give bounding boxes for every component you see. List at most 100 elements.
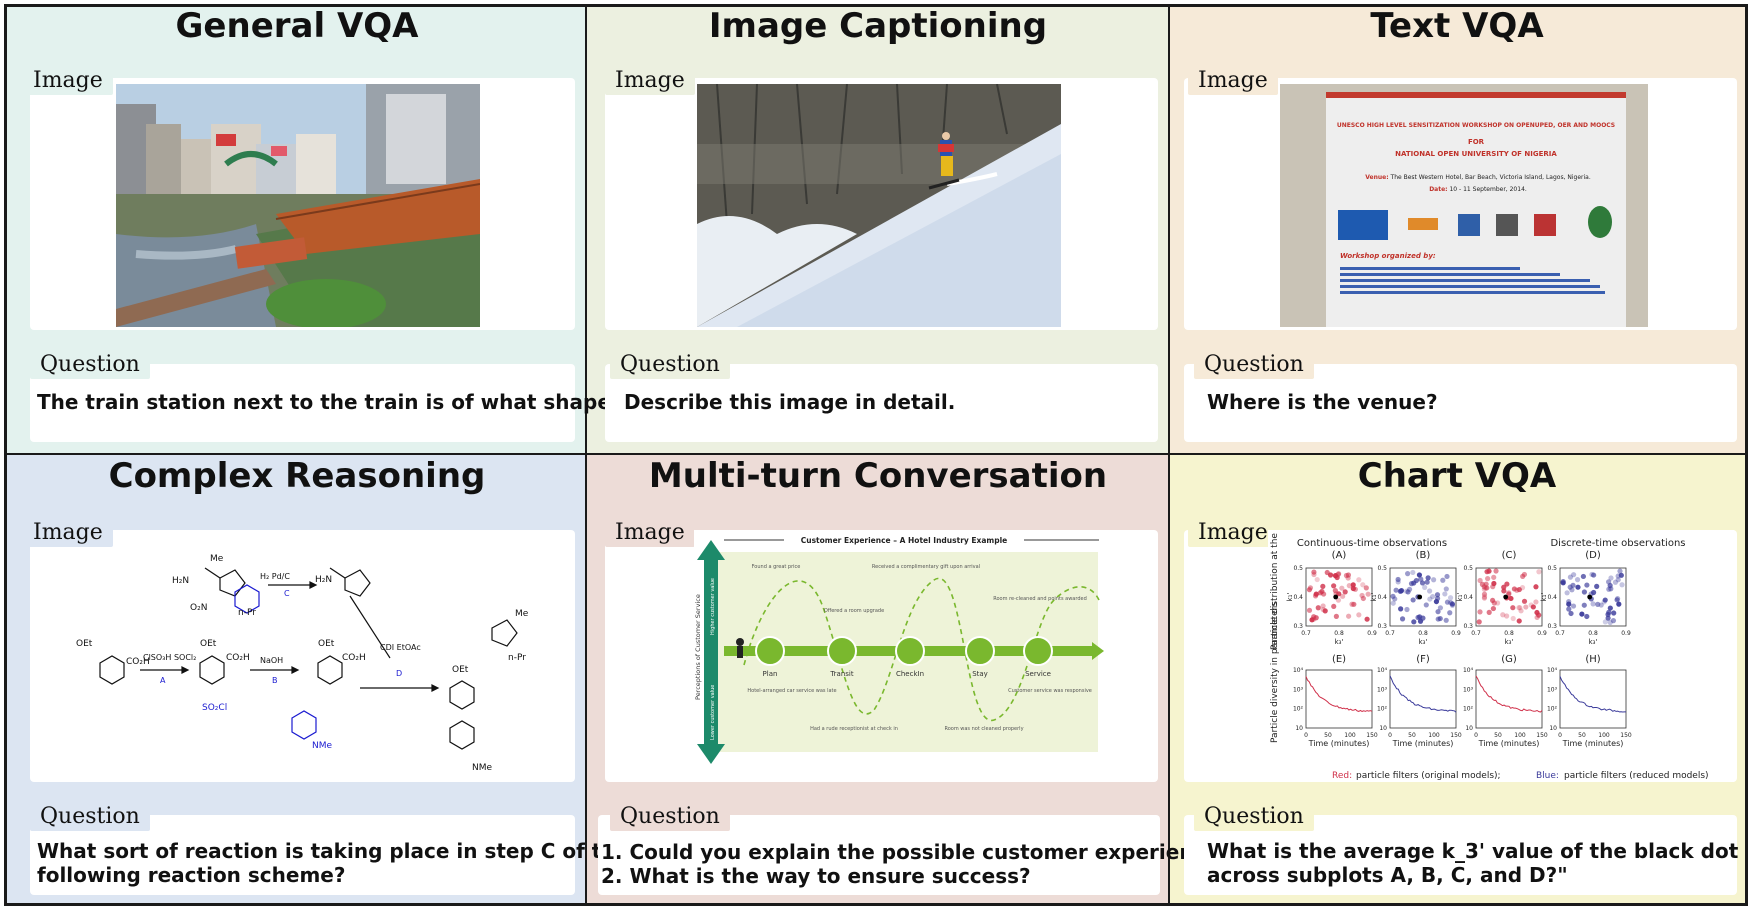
step-a-label: A [160,676,166,685]
scatter-point [1491,574,1497,580]
scatter-point [1399,616,1406,622]
scatter-point [1590,601,1596,607]
scatter-point [1398,606,1404,612]
x-tick: 0.9 [1621,630,1631,637]
scatter-point [1331,603,1337,610]
scatter-point [1312,593,1319,599]
x-axis-label: Time (minutes) [1478,739,1540,748]
scatter-point [1435,616,1441,622]
image-tag: Image [605,66,695,95]
image-tag: Image [23,66,113,95]
scatter-point [1511,586,1518,592]
scatter-point [1390,600,1396,606]
co2h-label: CO₂H [342,653,366,663]
scatter-point [1425,575,1431,581]
scatter-point [1510,615,1516,622]
h2-reagent: H₂ Pd/C [260,572,290,581]
y-tick: 0.3 [1377,623,1387,630]
bottom-note: Room was not cleaned properly [944,726,1023,732]
scatter-point [1360,582,1366,588]
me-label: Me [515,609,529,619]
image-tag: Image [605,518,695,547]
question-tag: Question [1194,802,1314,831]
date-text: 10 - 11 September, 2014. [1449,186,1527,193]
x-tick: 0 [1388,732,1392,739]
scatter-point [1430,593,1436,600]
scatter-point [1343,572,1350,579]
h2n-label: H₂N [315,575,332,585]
x-tick: 0 [1558,732,1562,739]
scatter-point [1427,588,1433,594]
question-line-1: 1. Could you explain the possible custom… [601,840,1231,864]
scatter-point [1566,601,1572,607]
scatter-point [1390,593,1396,599]
scatter-point [1335,571,1341,577]
subplot-label: (A) [1332,550,1347,561]
black-dot [1333,594,1339,600]
y-tick: 0.5 [1547,565,1557,572]
scatter-point [1331,583,1337,589]
scatter-point [1606,586,1612,592]
series-line [1305,676,1373,712]
scatter-point [1533,599,1539,605]
scatter-point [1311,569,1317,575]
x-tick: 150 [1536,732,1548,739]
divider [1168,4,1170,906]
scatter-point [1534,614,1540,621]
train-station-photo [116,84,480,327]
legend-blue: particle filters (reduced models) [1564,771,1709,781]
scatter-point [1443,586,1449,592]
y-tick: 10 [1295,725,1303,732]
scatter-point [1510,605,1516,611]
scatter-point [1575,584,1581,590]
scatter-point [1346,613,1352,619]
scatter-point [1491,580,1497,587]
scatter-point [1444,573,1450,580]
scatter-point [1311,571,1317,578]
x-tick: 50 [1494,732,1502,739]
x-tick: 0.7 [1385,630,1395,637]
scatter-point [1449,602,1456,608]
scatter-point [1519,585,1526,591]
lower-label: Lower customer value [710,685,716,740]
y-tick: 10⁴ [1463,667,1474,674]
scatter-point [1481,594,1488,600]
scatter-point [1309,617,1315,623]
logo-icon [1534,214,1556,236]
subplot-label: (G) [1501,654,1517,665]
row2-ylabel: Particle diversity in parameters [1270,602,1280,743]
scatter-point [1340,593,1346,599]
oet-label: OEt [452,665,469,675]
subplot-label: (E) [1332,654,1346,665]
scatter-point [1306,587,1313,593]
scatter-point [1615,577,1621,583]
scatter-point [1501,588,1507,594]
y-tick: 0.4 [1463,594,1473,601]
workshop-banner-photo: UNESCO HIGH LEVEL SENSITIZATION WORKSHOP… [1280,84,1648,327]
x-tick: 100 [1428,732,1440,739]
reagent-b: NaOH [260,656,283,665]
scatter-point [1319,588,1325,595]
reagent-a: ClSO₃H SOCl₂ [143,653,196,662]
x-axis-label: k₃' [1419,638,1428,646]
scatter-point [1530,604,1536,610]
scatter-point [1404,606,1410,613]
y-axis-label: k₁' [1540,593,1548,602]
scatter-point [1607,582,1613,589]
scatter-point [1485,576,1491,582]
scatter-point [1500,612,1506,618]
scatter-point [1533,584,1539,590]
scatter-point [1490,605,1497,612]
scatter-point [1479,581,1486,587]
series-line [1559,676,1626,713]
scatter-point [1610,618,1617,624]
scatter-point [1363,585,1369,591]
scatter-point [1350,585,1356,592]
scatter-point [1417,618,1424,624]
scatter-point [1408,581,1415,587]
banner: UNESCO HIGH LEVEL SENSITIZATION WORKSHOP… [1326,92,1626,327]
panel-title: Chart VQA [1357,456,1557,496]
question-line-2: across subplots A, B, C, and D?" [1207,863,1568,887]
scatter-point [1534,609,1540,616]
y-tick: 10 [1379,725,1387,732]
